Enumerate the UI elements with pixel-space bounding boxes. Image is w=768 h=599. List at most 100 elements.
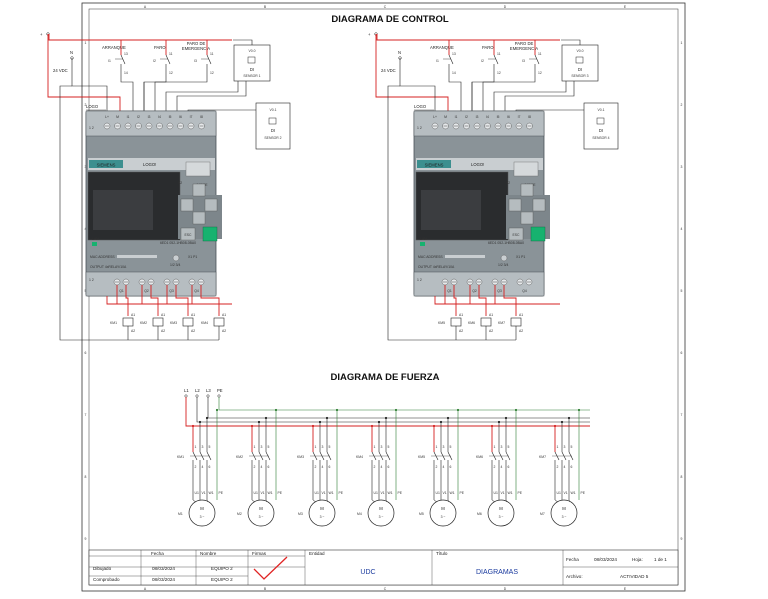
motor-pe-label: PE bbox=[398, 491, 403, 495]
plc-input-terminal-label: I3 bbox=[476, 115, 479, 119]
motor-phase: 3 ~ bbox=[441, 515, 446, 519]
contact-in-label: 1 bbox=[494, 445, 496, 449]
input-group-label: 1 2 bbox=[417, 126, 422, 130]
tb-col-titulo: Título bbox=[436, 551, 448, 556]
motor-terminal-label: V1 bbox=[261, 491, 265, 495]
motor-pe-label: PE bbox=[278, 491, 283, 495]
plc-input-terminal-label: I2 bbox=[137, 115, 140, 119]
led-label: 1/2 3/4 bbox=[170, 263, 180, 267]
output-group-label: 1 2 bbox=[89, 278, 94, 282]
sensor-wire bbox=[504, 81, 575, 112]
mac-address-label: MAC ADDRESS bbox=[90, 255, 115, 259]
tb-row2-date: 08/03/2024 bbox=[152, 577, 175, 582]
switch-id-label: I3 bbox=[194, 59, 197, 63]
motor-feed bbox=[326, 499, 329, 503]
plc-input-terminal-label: I3 bbox=[148, 115, 151, 119]
motor-id-label: M1 bbox=[178, 512, 183, 516]
motor-terminal-label: V1 bbox=[202, 491, 206, 495]
power-contactor-label: KM1 bbox=[177, 455, 184, 459]
key-down-button bbox=[520, 211, 534, 225]
coil-a2-label: A2 bbox=[222, 329, 226, 333]
input-wire bbox=[120, 75, 134, 112]
switch-id-label: I2 bbox=[153, 59, 156, 63]
sensor-wire bbox=[176, 81, 247, 112]
motor-terminal-label: W1 bbox=[268, 491, 273, 495]
x2-label: X2 bbox=[178, 181, 182, 185]
signature-checkmark-icon bbox=[253, 556, 288, 580]
frame-row-label-left: 1 bbox=[85, 41, 87, 45]
motor-terminal-label: U1 bbox=[557, 491, 561, 495]
sensor-box-bottom bbox=[255, 102, 291, 150]
motor-id-label: M7 bbox=[540, 512, 545, 516]
contact-out-label: 2 bbox=[494, 465, 496, 469]
output-common-wire bbox=[434, 296, 560, 305]
frame-row-label-left: 9 bbox=[85, 537, 87, 541]
sensor-top-name: SENSOR 1 bbox=[243, 74, 260, 78]
motor-terminal-label: V1 bbox=[564, 491, 568, 495]
title-block: Fecha Nombre Firmas Entidad Título Dibuj… bbox=[88, 549, 679, 586]
coil-id-label: KM5 bbox=[438, 321, 445, 325]
plc-output-label: Q3 bbox=[169, 289, 174, 293]
tb-row1-date: 08/03/2024 bbox=[152, 566, 175, 571]
power-bus bbox=[185, 397, 590, 427]
input-wire bbox=[482, 75, 536, 112]
contact-out-label: 2 bbox=[315, 465, 317, 469]
power-contactor-label: KM5 bbox=[418, 455, 425, 459]
contactor-coil-icon bbox=[182, 317, 194, 327]
motor-terminal-label: U1 bbox=[195, 491, 199, 495]
motor-feed bbox=[568, 499, 571, 503]
coil-a1-label: A1 bbox=[489, 313, 493, 317]
frame-row-label-right: 2 bbox=[681, 103, 683, 107]
tb-col-fecha: Fecha bbox=[151, 551, 164, 556]
key-up-button bbox=[520, 183, 534, 197]
motor-id-label: M3 bbox=[298, 512, 303, 516]
supply-plus-label: + bbox=[368, 32, 371, 37]
output-wire bbox=[150, 285, 159, 316]
coil-a1-label: A1 bbox=[222, 313, 226, 317]
motor-terminal-label: U1 bbox=[315, 491, 319, 495]
frame-row-label-right: 7 bbox=[681, 413, 683, 417]
coil-a2-label: A2 bbox=[489, 329, 493, 333]
tb-hoja-value: 1 de 1 bbox=[654, 557, 667, 562]
motor-terminal-label: V1 bbox=[501, 491, 505, 495]
switch-terminal-label: 11 bbox=[210, 52, 214, 56]
x1-label: X1 P1 bbox=[516, 255, 525, 259]
stop-button-label: PARO bbox=[154, 45, 166, 50]
output-wire bbox=[478, 285, 487, 316]
logo-tag-label: LOGO bbox=[86, 104, 99, 109]
contact-out-label: 2 bbox=[195, 465, 197, 469]
part-number-label: 6ED1 052-1HB08-0BA0 bbox=[488, 241, 524, 245]
motor-terminal-label: W1 bbox=[571, 491, 576, 495]
sensor-bot-id: V0.1 bbox=[598, 108, 605, 112]
switch-terminal-label: 11 bbox=[497, 52, 501, 56]
tb-fecha-label: Fecha bbox=[566, 557, 579, 562]
neutral-return-wire bbox=[387, 85, 516, 341]
siemens-logo bbox=[89, 160, 123, 168]
x1-label: X1 P1 bbox=[188, 255, 197, 259]
motor-terminal-label: W1 bbox=[450, 491, 455, 495]
contact-out-label: 6 bbox=[209, 465, 211, 469]
contactor-coil-icon bbox=[213, 317, 225, 327]
coil-a2-label: A2 bbox=[191, 329, 195, 333]
tb-col-entidad: Entidad bbox=[309, 551, 325, 556]
plc-input-terminal-label: I8 bbox=[200, 115, 203, 119]
motor-symbol: M bbox=[441, 506, 445, 511]
switch-terminal-label: 13 bbox=[452, 52, 456, 56]
motor-id-label: M5 bbox=[419, 512, 424, 516]
motor-pe-label: PE bbox=[339, 491, 344, 495]
plc-input-terminal-label: I7 bbox=[190, 115, 193, 119]
power-bus bbox=[207, 397, 590, 419]
motor-feed bbox=[371, 499, 376, 503]
switch-id-label: I2 bbox=[481, 59, 484, 63]
power-contactor-label: KM4 bbox=[356, 455, 363, 459]
motor-symbol: M bbox=[379, 506, 383, 511]
contact-in-label: 3 bbox=[381, 445, 383, 449]
lan-label: LAN bbox=[420, 237, 427, 241]
output-rating-label: OUTPUT 4xRELAY/10A bbox=[90, 265, 127, 269]
sensor-top-feed bbox=[233, 39, 253, 45]
motor-phase: 3 ~ bbox=[259, 515, 264, 519]
motor-symbol: M bbox=[200, 506, 204, 511]
motor-pe-label: PE bbox=[518, 491, 523, 495]
tb-title: DIAGRAMAS bbox=[476, 569, 518, 576]
